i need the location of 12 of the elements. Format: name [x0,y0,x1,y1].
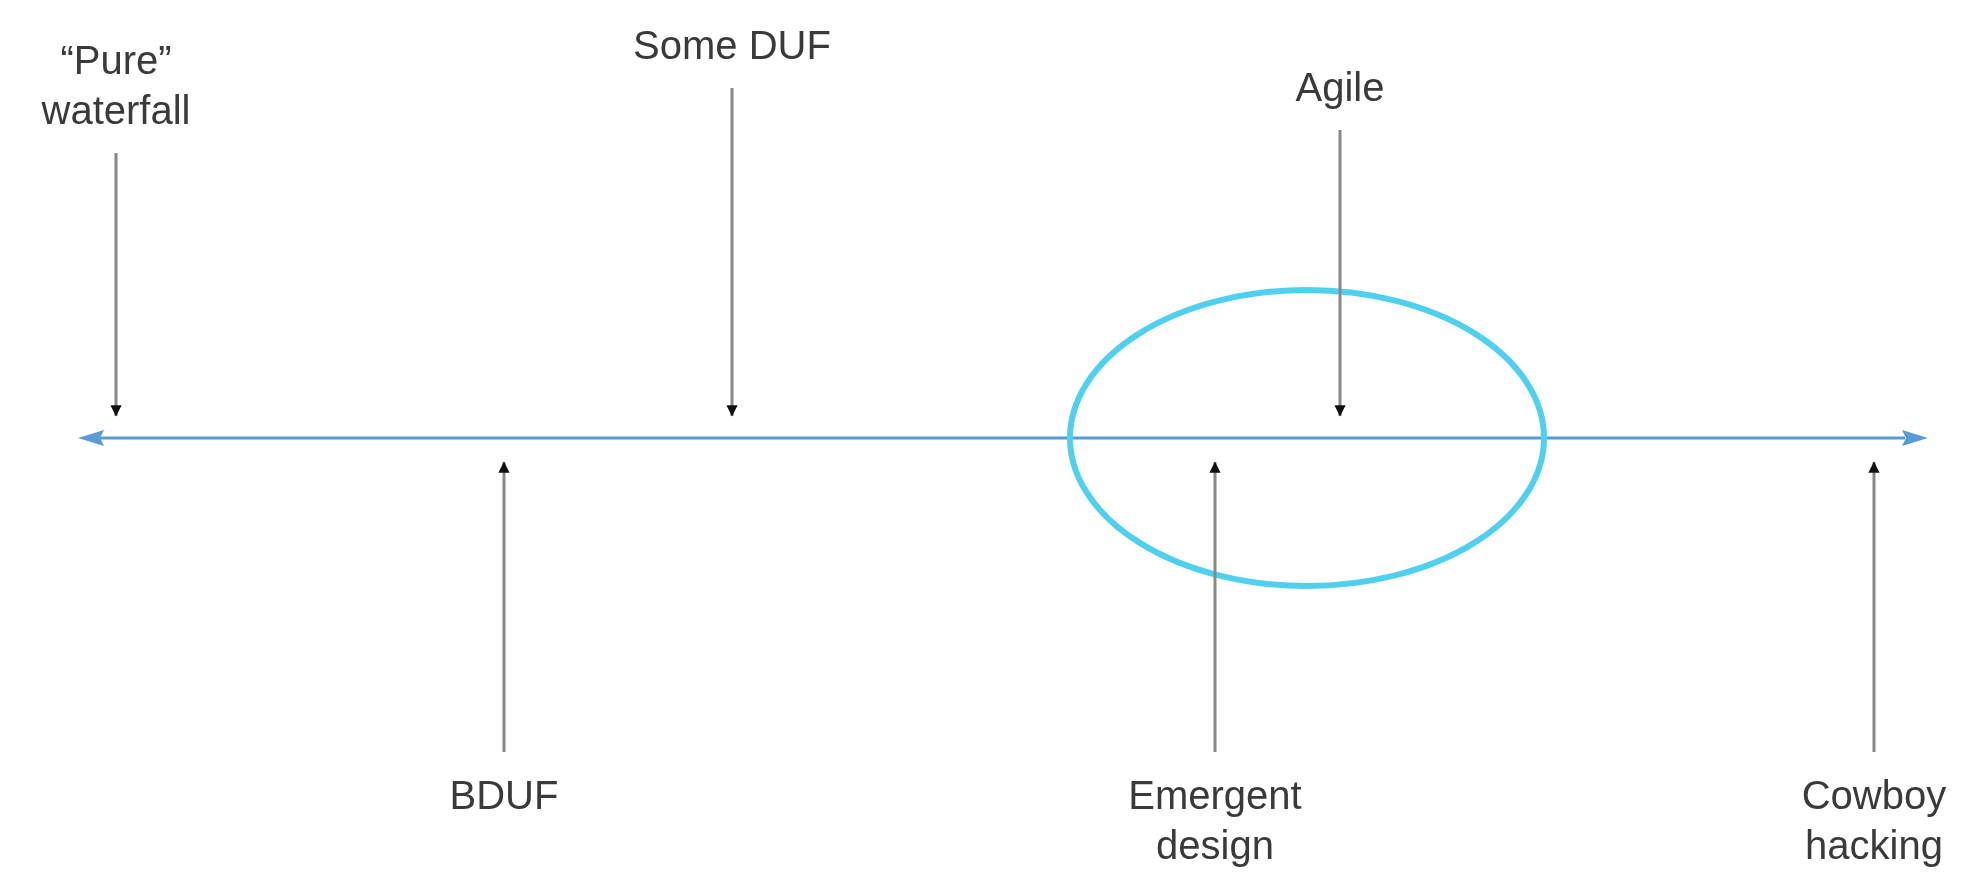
arrow [1868,461,1880,752]
spectrum-label: BDUF [374,770,634,820]
arrow [726,88,738,417]
arrow [498,461,510,752]
arrow [1334,130,1346,417]
spectrum-label: Agile [1210,62,1470,112]
spectrum-label: “Pure” waterfall [0,35,246,135]
spectrum-label: Cowboy hacking [1744,770,1976,870]
arrow [1209,461,1221,752]
spectrum-label: Emergent design [1085,770,1345,870]
spectrum-label: Some DUF [602,20,862,70]
arrow [110,153,122,417]
